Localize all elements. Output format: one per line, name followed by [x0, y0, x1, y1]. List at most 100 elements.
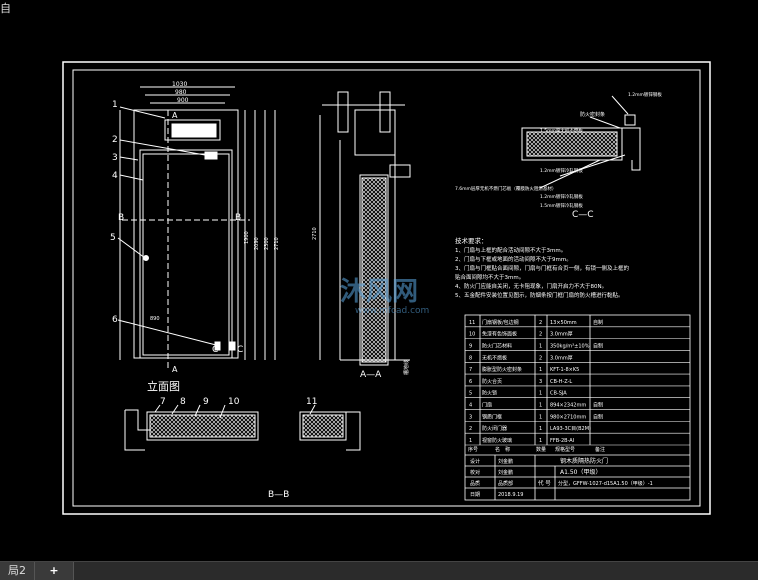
callout-10: 10	[228, 397, 240, 407]
dim-left-1: 1900	[244, 231, 250, 244]
outer-frame	[62, 61, 711, 515]
cc-note-3: 1.5mm厚无机不燃板	[540, 127, 583, 134]
tb-role-4: 日期	[470, 492, 480, 498]
bom-row-spec: 350kg/m³±10%	[550, 343, 590, 349]
bom-row-no: 3	[469, 414, 472, 420]
tb-name-3: 品质部	[498, 480, 513, 487]
bom-header: 序号 名 称 数量 规格型号 备注	[468, 446, 605, 453]
dim-left-3: 2300	[264, 237, 270, 250]
window-title: 自	[0, 2, 11, 15]
section-bb-view	[124, 404, 361, 451]
callout-2: 2	[112, 135, 118, 145]
tech-line-6: 5、五金配件安装位置见图示，防烟条按门框门扇的防火槽进行黏贴。	[455, 291, 624, 299]
section-a-bottom: A	[172, 365, 178, 374]
section-cc-caption: C—C	[572, 210, 594, 220]
elevation-caption: 立面图	[147, 379, 180, 393]
bom-row-spec: 3.0mm厚	[550, 355, 573, 361]
callout-6: 6	[112, 315, 118, 325]
section-bb-text: 7 8 9 10 11 B—B	[160, 397, 317, 500]
cc-note-5: 7.6mm层厚无机不燃门芯板（覆膜防火阻燃基材）	[455, 185, 556, 192]
bom-row-qty: 1	[539, 367, 542, 373]
bom-row-qty: 2	[539, 332, 542, 338]
bom-row-no: 8	[469, 355, 472, 361]
tech-line-4: 贴合面间隙均不大于3mm。	[455, 273, 524, 281]
bom-row-no: 11	[469, 320, 475, 326]
dim-1030: 1030	[172, 81, 187, 88]
cc-note-1: 1.2mm镀锌钢板	[628, 91, 662, 98]
bom-row-qty: 1	[539, 343, 542, 349]
dim-left-2: 2090	[254, 237, 260, 250]
tech-line-3: 3、门扇与门框贴合面间隙，门扇与门框有合页一侧，有锁一侧及上框的	[455, 264, 630, 272]
callout-4: 4	[112, 171, 118, 181]
cc-note-7: 1.5mm镀锌冷轧钢板	[540, 202, 583, 209]
watermark-logo: 沐风网	[340, 277, 418, 307]
bom-row-no: 1	[469, 438, 472, 444]
elevation-text: 1030 980 900 1 2 3 4 5 6 B B C C A A 立面图…	[110, 81, 280, 393]
bom-row-spec: 980×2710mm	[550, 414, 586, 420]
bom-header-spec: 规格型号	[555, 446, 575, 453]
bom-row-no: 7	[469, 367, 472, 373]
callout-7: 7	[160, 397, 166, 407]
layout-tab-bar: 局2 +	[0, 561, 758, 580]
cad-drawing-canvas[interactable]: 1030 980 900 1 2 3 4 5 6 B B C C A A 立面图…	[0, 0, 758, 562]
bom-row-spec: 3.0mm厚	[550, 332, 573, 338]
bom-row-name: 防火门芯材料	[482, 342, 512, 349]
tb-name-1: 刘金鹏	[498, 458, 513, 465]
tb-name-2: 刘金鹏	[498, 469, 513, 476]
bom-row-name: 防火锁	[482, 390, 497, 397]
bom-row-note: 自制	[593, 342, 603, 349]
section-cc-view	[521, 95, 641, 189]
tab-layout2[interactable]: 局2	[0, 562, 35, 580]
add-tab-button[interactable]: +	[35, 562, 74, 580]
tb-role-1: 设计	[470, 458, 480, 465]
bom-row-spec: LA93-3C目(B2M)	[550, 426, 591, 432]
bom-row-name: 钢质门框	[482, 413, 502, 420]
callout-3: 3	[112, 153, 118, 163]
watermark: 沐风网 www.mfcad.com	[340, 277, 429, 316]
bom-row-name: 免漆有色饰面板	[482, 331, 517, 338]
bom-row-name: 膨胀型防火密封条	[482, 366, 522, 373]
technical-requirements: 技术要求： 1、门扇与上框的配合活动间隙不大于3mm。 2、门扇与下框或地面的活…	[455, 236, 630, 299]
callout-11: 11	[306, 397, 317, 407]
bom-row-qty: 1	[539, 426, 542, 432]
section-aa-caption: A—A	[360, 370, 382, 380]
section-aa-view	[319, 91, 411, 366]
bom-row-name: 门扇	[482, 402, 492, 409]
bom-row-spec: 13×50mm	[550, 320, 577, 326]
watermark-url: www.mfcad.com	[355, 306, 429, 316]
bom-row-no: 6	[469, 379, 472, 385]
callout-5: 5	[110, 233, 116, 243]
bom-row-qty: 1	[539, 414, 542, 420]
section-aa-floor: 槽地线	[403, 360, 410, 375]
bom-row-qty: 1	[539, 391, 542, 397]
bom-row-no: 4	[469, 403, 472, 409]
section-aa-height: 2710	[312, 227, 318, 240]
tech-line-1: 1、门扇与上框的配合活动间隙不大于3mm。	[455, 246, 566, 254]
bom-row-name: 门扇钢板/包边钢	[482, 319, 519, 326]
bom-header-note: 备注	[595, 446, 605, 453]
cc-note-6: 1.2mm镀锌冷轧钢板	[540, 193, 583, 200]
bom-row-spec: FFB-2B-AI	[550, 438, 574, 444]
bom-row-name: 防火闭门器	[482, 425, 507, 432]
bom-row-qty: 1	[539, 438, 542, 444]
bom-row-name: 防火合页	[482, 378, 502, 385]
section-bb-caption: B—B	[268, 490, 289, 500]
bom-row-spec: KFT-1-8×K5	[550, 367, 579, 373]
tb-role-2: 校对	[470, 469, 480, 476]
dim-900: 900	[177, 97, 189, 104]
bom-row-name: 无机不燃板	[482, 354, 507, 361]
bom-row-no: 5	[469, 391, 472, 397]
tb-product: 钢木质隔热防火门	[560, 457, 608, 465]
elevation-view	[117, 86, 276, 370]
bom-row-no: 2	[469, 426, 472, 432]
bom-row-note: 自制	[593, 413, 603, 420]
section-a-top: A	[172, 111, 178, 120]
tb-role-3: 品质	[470, 480, 480, 487]
tech-line-2: 2、门扇与下框或地面的活动间隙不大于9mm。	[455, 255, 572, 263]
tb-model-label: 代 号	[538, 479, 551, 487]
dim-980: 980	[175, 89, 187, 96]
tb-name-4: 2018.9.19	[498, 492, 523, 498]
cc-note-4: 1.2mm镀锌冷轧钢板	[540, 167, 583, 174]
section-b-left: B	[118, 213, 124, 223]
